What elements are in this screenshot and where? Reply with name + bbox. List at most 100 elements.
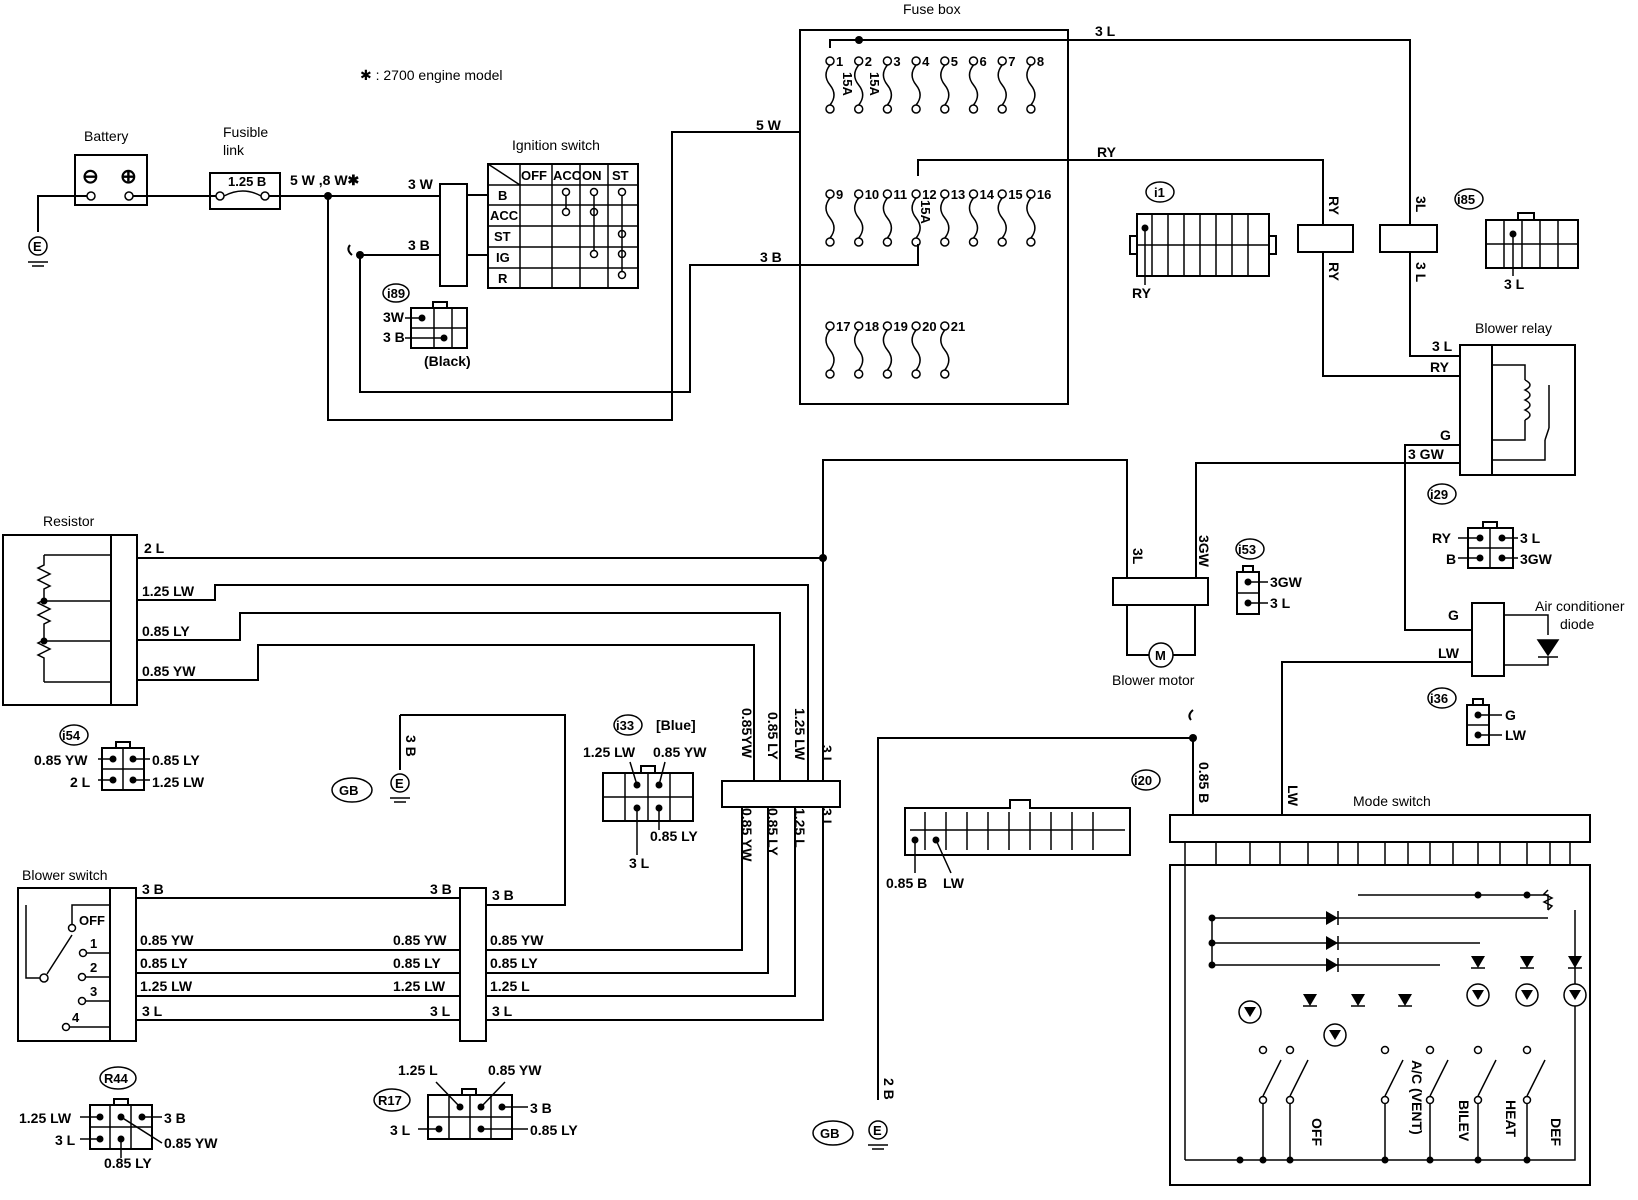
svg-text:3 L: 3 L — [1095, 23, 1116, 39]
diode-icon — [1326, 958, 1339, 972]
blower-switch-title: Blower switch — [22, 867, 108, 883]
svg-text:G: G — [1440, 427, 1451, 443]
svg-text:0.85 LY: 0.85 LY — [490, 955, 538, 971]
svg-text:15A: 15A — [840, 72, 855, 96]
ac-diode-box — [1471, 602, 1505, 677]
svg-text:3 L: 3 L — [819, 745, 835, 766]
battery-plus-icon: ⊕ — [120, 166, 137, 188]
svg-text:A/C (VENT): A/C (VENT) — [1409, 1060, 1425, 1135]
fuse-6: 6 — [968, 54, 987, 114]
svg-text:RY: RY — [1432, 530, 1452, 546]
fusible-link-rating: 1.25 B — [228, 174, 266, 189]
svg-text:0.85 LY: 0.85 LY — [142, 623, 190, 639]
fuse-box-title: Fuse box — [903, 1, 961, 17]
svg-text:OFF: OFF — [79, 913, 105, 928]
svg-text:2 L: 2 L — [144, 540, 165, 556]
svg-text:i29: i29 — [1430, 487, 1448, 502]
svg-text:diode: diode — [1560, 616, 1594, 632]
svg-text:R17: R17 — [378, 1093, 402, 1108]
svg-text:3GW: 3GW — [1270, 574, 1303, 590]
svg-text:1.25 LW: 1.25 LW — [19, 1110, 72, 1126]
svg-text:3 B: 3 B — [760, 249, 782, 265]
svg-text:i36: i36 — [1430, 691, 1448, 706]
svg-text:i20: i20 — [1134, 773, 1152, 788]
connector-i36: i36 G LW — [1427, 687, 1527, 746]
connector-i89: i89 3W 3 B (Black) — [382, 283, 471, 369]
svg-text:0.85 LY: 0.85 LY — [393, 955, 441, 971]
gb-ground-1: GB E — [331, 773, 410, 803]
blower-motor-title: Blower motor — [1112, 672, 1195, 688]
fuse-8: 8 — [1026, 54, 1044, 114]
svg-text:0.85 LY: 0.85 LY — [650, 828, 698, 844]
ac-diode-title: Air conditioner — [1535, 598, 1625, 614]
svg-text:RY: RY — [1430, 359, 1450, 375]
svg-text:ST: ST — [494, 229, 511, 244]
svg-text:15A: 15A — [867, 72, 882, 96]
svg-text:1.25 LW: 1.25 LW — [142, 583, 195, 599]
svg-text:0.85 YW: 0.85 YW — [34, 752, 88, 768]
svg-text:0.85 YW: 0.85 YW — [490, 932, 544, 948]
fuse-label: 1 — [836, 54, 843, 69]
connector-r17: R17 1.25 L 0.85 YW 3 B 3 L 0.85 LY — [373, 1062, 578, 1140]
fuse-15: 15 — [997, 187, 1023, 247]
svg-text:1.25 L: 1.25 L — [398, 1062, 438, 1078]
svg-text:1.25 LW: 1.25 LW — [140, 978, 193, 994]
svg-text:3W: 3W — [383, 309, 405, 325]
svg-text:3 L: 3 L — [142, 1003, 163, 1019]
svg-text:3 B: 3 B — [164, 1110, 186, 1126]
fuse-4: 4 — [911, 54, 930, 114]
svg-text:3 B: 3 B — [492, 887, 514, 903]
svg-text:ACC: ACC — [553, 168, 582, 183]
led-icon — [1515, 983, 1539, 1007]
svg-text:1.25 LW: 1.25 LW — [583, 744, 636, 760]
svg-text:3 L: 3 L — [1504, 276, 1525, 292]
svg-text:i85: i85 — [1457, 192, 1475, 207]
fuse-label: 21 — [951, 319, 965, 334]
svg-text:E: E — [33, 239, 42, 254]
fuse-16: 16 — [1026, 187, 1051, 247]
svg-text:i89: i89 — [387, 286, 405, 301]
fuse-13: 13 — [940, 187, 965, 247]
svg-text:E: E — [873, 1123, 882, 1138]
svg-text:2 L: 2 L — [70, 774, 91, 790]
svg-text:DEF: DEF — [1548, 1118, 1564, 1146]
svg-text:0.85 YW: 0.85 YW — [488, 1062, 542, 1078]
svg-text:G: G — [1448, 607, 1459, 623]
svg-text:OFF: OFF — [1309, 1118, 1325, 1146]
svg-text:ST: ST — [612, 168, 629, 183]
svg-text:3 B: 3 B — [142, 881, 164, 897]
svg-text:E: E — [395, 776, 404, 791]
fuse-9: 9 — [825, 187, 843, 247]
fuse-20: 20 — [911, 319, 937, 379]
motor-icon — [1148, 642, 1174, 668]
fuse-label: 5 — [951, 54, 958, 69]
svg-text:1.25 L: 1.25 L — [490, 978, 530, 994]
led-icon — [1563, 983, 1587, 1007]
fuse-label: 12 — [922, 187, 936, 202]
connector-i29: i29 RY B 3 L 3GW — [1427, 483, 1553, 569]
svg-text:B: B — [498, 188, 507, 203]
svg-text:link: link — [223, 142, 245, 158]
fuse-label: 11 — [893, 187, 907, 202]
svg-text:HEAT: HEAT — [1503, 1100, 1519, 1138]
diode-icon — [1351, 994, 1365, 1007]
fuse-7: 7 — [997, 54, 1015, 114]
svg-text:5 W: 5 W — [756, 117, 782, 133]
fuse-5: 5 — [940, 54, 958, 114]
svg-text:(Black): (Black) — [424, 353, 471, 369]
svg-text:1.25 LW: 1.25 LW — [393, 978, 446, 994]
svg-text:3L: 3L — [1130, 548, 1146, 565]
fuse-21: 21 — [940, 319, 965, 379]
fuse-18: 18 — [853, 319, 879, 379]
gb-ground-2: GB E — [812, 1120, 888, 1150]
blower-motor-connector — [1112, 577, 1209, 606]
wire-label-5w8w: 5 W ,8 W✱ — [290, 172, 360, 188]
mode-switch-contact — [1285, 1045, 1309, 1160]
svg-text:3 GW: 3 GW — [1408, 446, 1445, 462]
svg-text:0.85 YW: 0.85 YW — [142, 663, 196, 679]
svg-text:GB: GB — [339, 783, 359, 798]
svg-text:0.85 YW: 0.85 YW — [164, 1135, 218, 1151]
svg-text:0.85 B: 0.85 B — [1196, 762, 1212, 803]
svg-text:G: G — [1505, 707, 1516, 723]
svg-text:IG: IG — [496, 250, 510, 265]
